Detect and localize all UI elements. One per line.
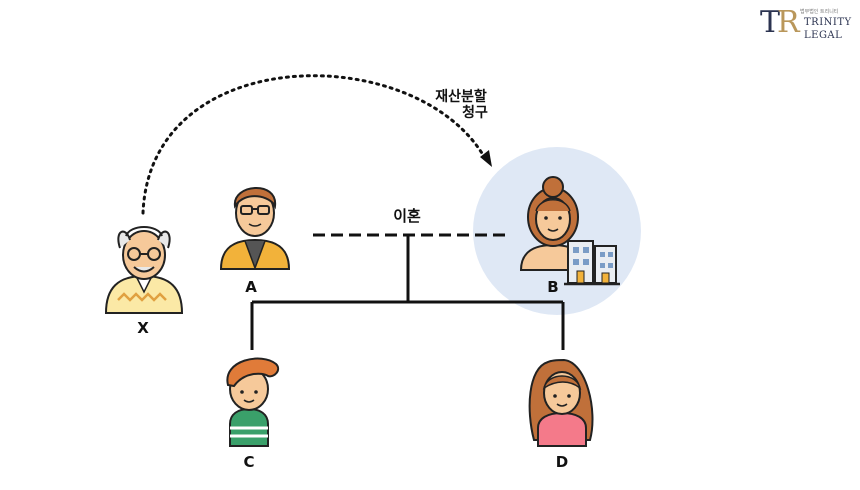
- claim-arrowhead: [480, 150, 492, 167]
- logo-name-line2: LEGAL: [804, 30, 843, 41]
- person-d-icon: [528, 358, 594, 447]
- person-c-icon: [226, 357, 280, 447]
- person-d-label: D: [556, 453, 568, 471]
- person-b-label: B: [547, 278, 558, 296]
- building-icon: [564, 240, 620, 286]
- claim-label-line2: 청구: [462, 105, 488, 121]
- logo-small-text: 법무법인 트리니티: [800, 9, 839, 15]
- divorce-label: 이혼: [393, 207, 421, 225]
- logo: TR 법무법인 트리니티 TRINITY LEGAL: [760, 8, 856, 42]
- logo-mark: TR: [760, 5, 800, 40]
- person-a-label: A: [245, 278, 257, 296]
- person-c-label: C: [243, 453, 254, 471]
- logo-name-line1: TRINITY: [804, 17, 852, 28]
- claim-arrow-path: [141, 74, 488, 215]
- person-a-icon: [219, 187, 291, 271]
- person-x-icon: [104, 226, 184, 314]
- claim-label-line1: 재산분할: [435, 88, 487, 105]
- person-x-label: X: [137, 319, 149, 337]
